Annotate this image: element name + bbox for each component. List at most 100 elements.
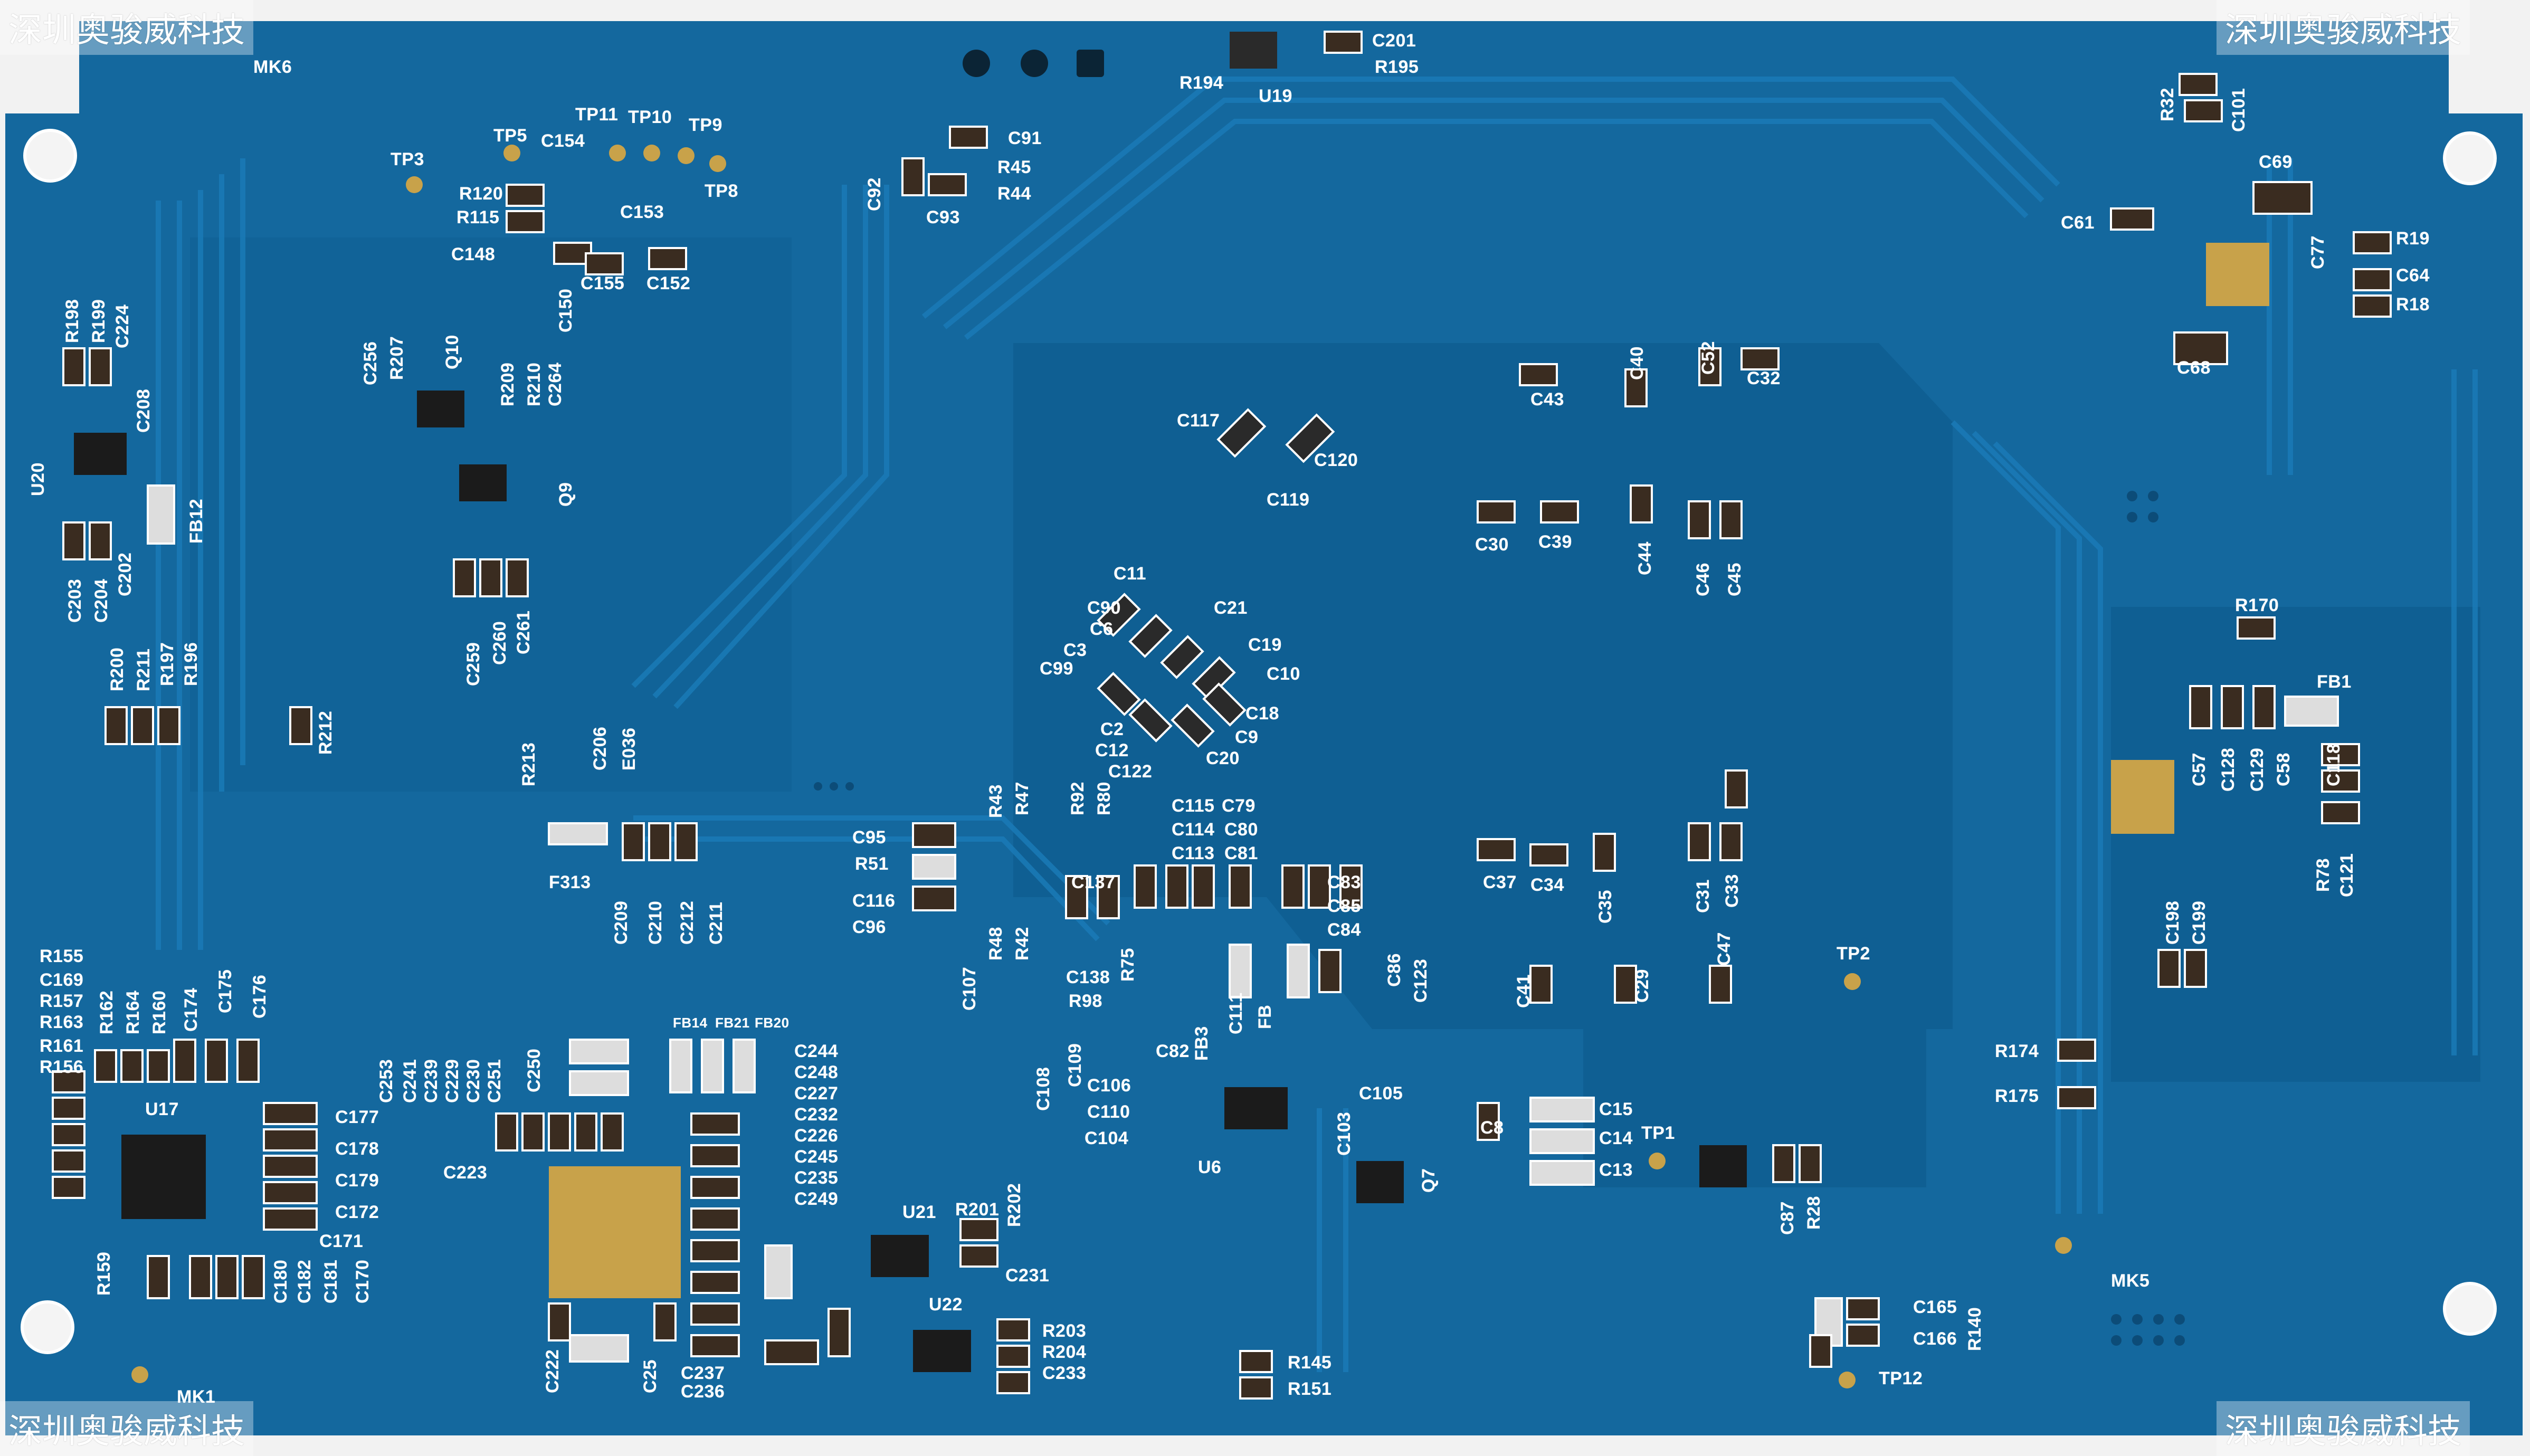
label-c128: C128 <box>2218 747 2238 792</box>
label-u6: U6 <box>1198 1157 1222 1177</box>
label-r210: R210 <box>524 362 544 406</box>
label-c57: C57 <box>2189 753 2209 786</box>
label-c129: C129 <box>2247 747 2267 792</box>
label-mk1: MK1 <box>177 1387 216 1407</box>
label-c204: C204 <box>91 578 111 623</box>
vias <box>814 491 2185 1346</box>
label-c103: C103 <box>1334 1111 1354 1156</box>
label-c37: C37 <box>1483 872 1517 892</box>
label-c87: C87 <box>1777 1201 1797 1235</box>
label-r159: R159 <box>94 1251 114 1296</box>
label-c153: C153 <box>620 202 664 222</box>
label-c232: C232 <box>794 1105 839 1125</box>
label-c119: C119 <box>1267 490 1310 510</box>
label-u21: U21 <box>902 1202 936 1222</box>
label-c155: C155 <box>581 273 625 293</box>
label-c203: C203 <box>65 578 85 623</box>
label-c148: C148 <box>451 244 496 264</box>
watermark-bottom-right: 深圳奥骏威科技 <box>2217 1401 2470 1456</box>
label-c34: C34 <box>1530 875 1564 895</box>
label-r195: R195 <box>1375 57 1419 77</box>
label-c230: C230 <box>463 1059 483 1103</box>
label-c6: C6 <box>1090 619 1114 639</box>
label-c113: C113 <box>1172 843 1215 863</box>
label-c79: C79 <box>1222 796 1256 816</box>
top-connector <box>963 50 1104 77</box>
label-c206: C206 <box>590 726 610 770</box>
label-r115: R115 <box>456 207 500 227</box>
label-c241: C241 <box>400 1059 420 1103</box>
label-c32: C32 <box>1747 368 1781 388</box>
label-c96: C96 <box>852 917 886 937</box>
label-c93: C93 <box>926 207 960 227</box>
label-c210: C210 <box>645 900 665 945</box>
label-c150: C150 <box>556 288 576 332</box>
label-c82: C82 <box>1156 1041 1190 1061</box>
label-r204: R204 <box>1042 1342 1087 1362</box>
label-c45: C45 <box>1725 563 1745 596</box>
label-r44: R44 <box>997 184 1031 204</box>
label-r197: R197 <box>157 642 177 686</box>
label-tp1: TP1 <box>1641 1123 1675 1143</box>
label-c154: C154 <box>541 131 585 151</box>
gold-pad-right-2 <box>2206 243 2269 306</box>
label-c99: C99 <box>1040 659 1073 679</box>
label-c101: C101 <box>2229 88 2249 132</box>
label-c90: C90 <box>1087 598 1121 618</box>
label-c177: C177 <box>335 1107 379 1127</box>
label-q7: Q7 <box>1419 1168 1439 1193</box>
label-u17: U17 <box>145 1099 179 1119</box>
label-c44: C44 <box>1635 541 1655 575</box>
label-c83: C83 <box>1327 872 1361 892</box>
label-tp3: TP3 <box>391 149 424 169</box>
label-r45: R45 <box>997 157 1031 177</box>
gold-pad-right-1 <box>2111 760 2174 834</box>
label-c199: C199 <box>2189 900 2209 945</box>
label-r98: R98 <box>1069 991 1102 1011</box>
label-c201: C201 <box>1372 31 1416 51</box>
label-c248: C248 <box>794 1062 839 1082</box>
label-c123: C123 <box>1411 958 1431 1003</box>
label-c47: C47 <box>1714 932 1734 966</box>
label-r203: R203 <box>1042 1321 1087 1341</box>
label-r164: R164 <box>123 990 143 1034</box>
label-r19: R19 <box>2396 229 2430 249</box>
label-c10: C10 <box>1267 664 1300 684</box>
label-c237: C237 <box>681 1363 725 1383</box>
label-c226: C226 <box>794 1126 839 1146</box>
label-c3: C3 <box>1063 640 1087 660</box>
label-r80: R80 <box>1094 782 1114 815</box>
watermark-top-right: 深圳奥骏威科技 <box>2217 0 2470 55</box>
label-c116: C116 <box>852 891 896 911</box>
label-c231: C231 <box>1005 1265 1050 1286</box>
label-fb14: FB14 <box>673 1015 708 1031</box>
label-c81: C81 <box>1224 843 1258 863</box>
label-e036: E036 <box>619 727 639 770</box>
label-c264: C264 <box>545 362 565 406</box>
label-tp10: TP10 <box>628 107 672 127</box>
label-c166: C166 <box>1913 1329 1957 1349</box>
label-mk6: MK6 <box>253 57 292 77</box>
mounting-holes <box>21 129 2497 1354</box>
label-c250: C250 <box>524 1048 544 1092</box>
label-c233: C233 <box>1042 1363 1087 1383</box>
watermark-top-left: 深圳奥骏威科技 <box>0 0 253 55</box>
label-c236: C236 <box>681 1382 725 1402</box>
label-c19: C19 <box>1248 635 1282 655</box>
label-c80: C80 <box>1224 820 1258 840</box>
label-r120: R120 <box>459 184 503 204</box>
label-r199: R199 <box>89 299 109 343</box>
label-c107: C107 <box>959 966 979 1011</box>
label-c244: C244 <box>794 1041 839 1061</box>
label-c181: C181 <box>321 1259 341 1303</box>
label-fb21: FB21 <box>715 1015 750 1031</box>
label-c249: C249 <box>794 1189 839 1209</box>
label-c2: C2 <box>1100 719 1124 739</box>
label-c114: C114 <box>1172 820 1215 840</box>
label-fb3: FB3 <box>1192 1026 1212 1061</box>
board-top-strip <box>0 0 2530 21</box>
traces <box>156 77 2478 1372</box>
label-tp8: TP8 <box>705 181 738 201</box>
